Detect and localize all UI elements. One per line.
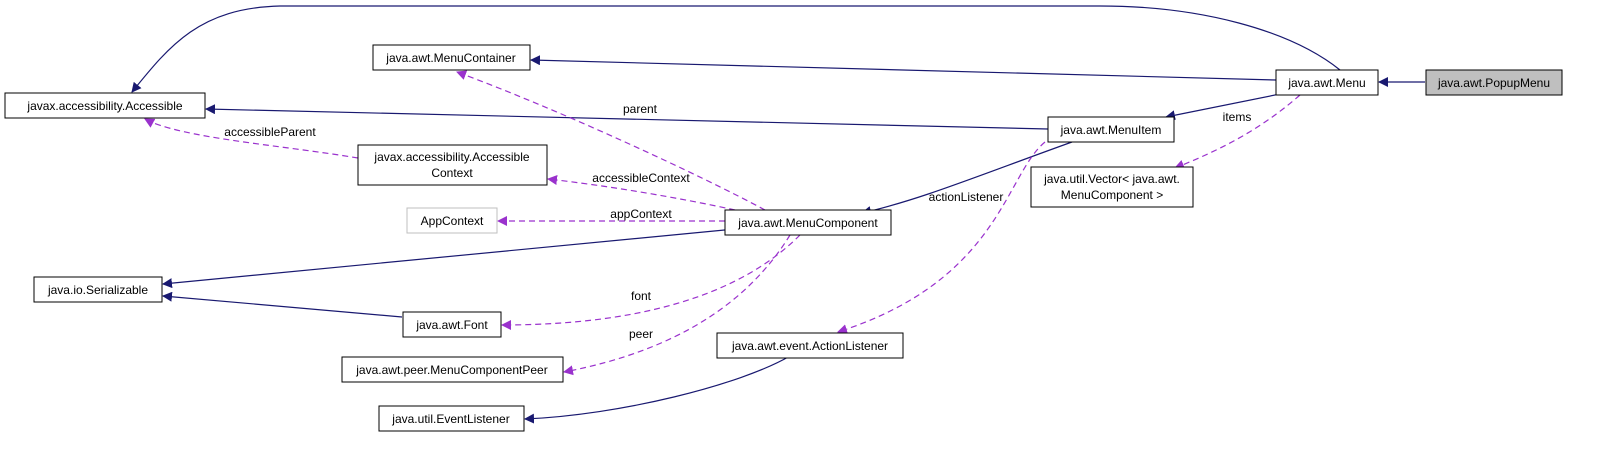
edge-label-parent: parent xyxy=(623,102,658,116)
edge-label-accessiblecontext: accessibleContext xyxy=(592,171,690,185)
edge-labels: parent accessibleParent accessibleContex… xyxy=(224,102,1251,341)
node-javax-accessibility-accessiblecontext[interactable]: javax.accessibility.Accessible Context xyxy=(357,144,548,186)
edge-actionlistener-to-eventlistener xyxy=(524,355,791,424)
node-java-awt-event-actionlistener[interactable]: java.awt.event.ActionListener xyxy=(716,332,904,359)
edge-menu-items-vector xyxy=(1174,94,1301,170)
edge-label-appcontext: appContext xyxy=(610,207,672,221)
node-java-util-eventlistener[interactable]: java.util.EventListener xyxy=(378,405,525,432)
node-label: java.awt.event.ActionListener xyxy=(731,339,888,353)
edge-menuitem-actionlistener-actionlistener xyxy=(837,141,1046,335)
edge-accessiblecontext-accessibleparent-accessible xyxy=(144,118,359,159)
node-javax-accessibility-accessible[interactable]: javax.accessibility.Accessible xyxy=(4,92,206,119)
edges xyxy=(131,5,1425,424)
node-java-awt-peer-menucomponentpeer[interactable]: java.awt.peer.MenuComponentPeer xyxy=(341,356,564,383)
node-java-awt-popupmenu[interactable]: java.awt.PopupMenu xyxy=(1425,69,1563,96)
edge-menucomponent-parent-menucontainer xyxy=(456,70,766,211)
edge-menucomponent-to-serializable xyxy=(162,228,736,289)
node-label-line1: javax.accessibility.Accessible xyxy=(373,150,529,164)
node-label: AppContext xyxy=(421,214,484,228)
edge-label-items: items xyxy=(1223,110,1252,124)
node-java-awt-menu[interactable]: java.awt.Menu xyxy=(1275,69,1379,96)
node-label: java.util.EventListener xyxy=(391,412,509,426)
edge-menuitem-to-accessible xyxy=(205,104,1049,130)
edge-font-to-serializable xyxy=(162,291,403,318)
node-label-line2: MenuComponent > xyxy=(1061,188,1163,202)
edge-menucomponent-font-font xyxy=(501,234,801,330)
node-label: java.awt.Font xyxy=(415,318,488,332)
edge-label-accessibleparent: accessibleParent xyxy=(224,125,316,139)
edge-menucomponent-peer-menucomponentpeer xyxy=(563,234,791,376)
node-java-io-serializable[interactable]: java.io.Serializable xyxy=(33,276,163,303)
node-java-awt-menucontainer[interactable]: java.awt.MenuContainer xyxy=(372,44,531,71)
node-java-awt-menucomponent[interactable]: java.awt.MenuComponent xyxy=(724,209,892,236)
edge-menu-to-menuitem xyxy=(1165,91,1291,121)
edge-label-font: font xyxy=(631,289,652,303)
node-appcontext[interactable]: AppContext xyxy=(406,207,498,234)
node-label: javax.accessibility.Accessible xyxy=(26,99,182,113)
node-label: java.awt.PopupMenu xyxy=(1437,76,1550,90)
node-label: java.awt.Menu xyxy=(1287,76,1365,90)
edge-label-peer: peer xyxy=(629,327,653,341)
node-label-line2: Context xyxy=(431,166,473,180)
node-label: java.io.Serializable xyxy=(47,283,148,297)
node-label: java.awt.MenuComponent xyxy=(737,216,878,230)
node-java-awt-menuitem[interactable]: java.awt.MenuItem xyxy=(1047,116,1175,143)
node-label-line1: java.util.Vector< java.awt. xyxy=(1043,172,1180,186)
node-label: java.awt.MenuItem xyxy=(1060,123,1162,137)
edge-menucomponent-accessiblecontext-accessiblecontext xyxy=(547,175,736,211)
edge-menuitem-to-menucomponent xyxy=(861,141,1073,216)
node-java-awt-font[interactable]: java.awt.Font xyxy=(402,311,502,338)
edge-label-actionlistener: actionListener xyxy=(929,190,1004,204)
node-label: java.awt.peer.MenuComponentPeer xyxy=(355,363,547,377)
node-label: java.awt.MenuContainer xyxy=(385,51,515,65)
edge-menu-to-menucontainer xyxy=(530,55,1277,81)
node-java-util-vector[interactable]: java.util.Vector< java.awt. MenuComponen… xyxy=(1030,166,1194,208)
edge-menu-to-accessible xyxy=(131,5,1341,93)
